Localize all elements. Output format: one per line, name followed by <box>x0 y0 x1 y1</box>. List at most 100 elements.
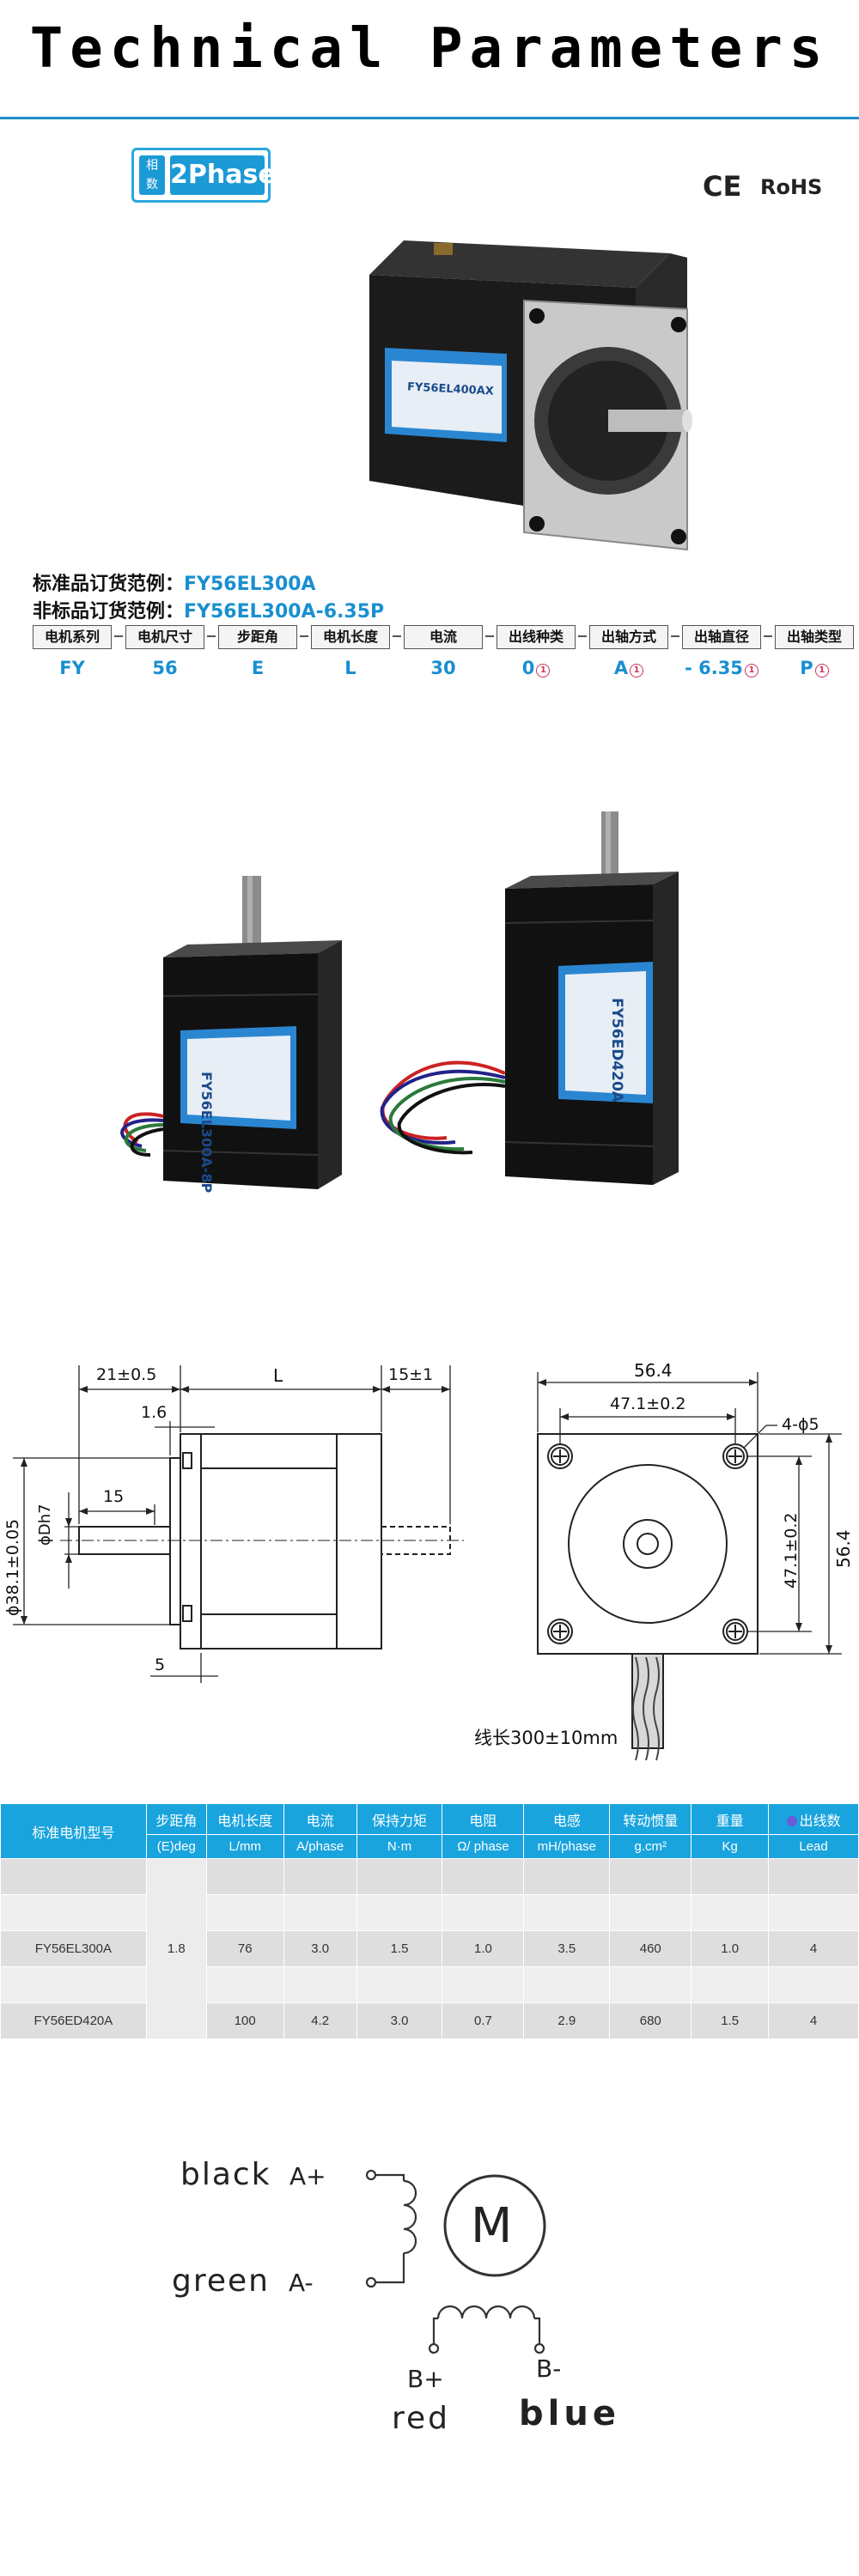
leads-icon <box>786 1815 797 1826</box>
table-cell <box>205 1966 284 2003</box>
motor-top-label-plate <box>385 348 507 442</box>
table-cell <box>205 1894 284 1931</box>
order-code-separator <box>393 635 401 637</box>
table-cell: 4 <box>768 2002 859 2039</box>
table-cell: 1.0 <box>442 1930 525 1967</box>
wire-b-minus-label: B- <box>536 2354 562 2383</box>
order-code-value-4: L <box>344 658 356 678</box>
dim-arrows <box>21 1379 832 1654</box>
order-code-separator <box>207 635 216 637</box>
wire-bundle <box>632 1656 660 1761</box>
order-code-separator <box>578 635 587 637</box>
order-code-separator <box>671 635 679 637</box>
order-standard-label: 标准品订货范例： <box>33 574 185 595</box>
order-code-separator <box>114 635 123 637</box>
spec-table-header-row: 标准电机型号 步距角 电机长度 电流 保持力矩 电阻 电感 转动惯量 重量 出线… <box>0 1803 859 1859</box>
order-code-header-1: 电机系列 <box>33 625 112 649</box>
order-code-header-5: 电流 <box>404 625 483 649</box>
model-cell: FY56EL300A <box>0 1930 147 1967</box>
order-code-header-row: 电机系列电机尺寸步距角电机长度电流出线种类出轴方式出轴直径出轴类型 <box>33 625 854 649</box>
table-cell: 4 <box>768 1930 859 1967</box>
table-cell <box>768 1858 859 1895</box>
table-cell <box>691 1894 770 1931</box>
header-length: 电机长度 <box>205 1803 284 1835</box>
order-code-value-2: 56 <box>152 658 178 678</box>
header-model: 标准电机型号 <box>0 1803 147 1859</box>
phase-badge: 相数 2Phase <box>131 148 276 203</box>
wire-red-label: red <box>392 2401 451 2436</box>
table-cell: 1.5 <box>691 2002 770 2039</box>
table-cell <box>442 1858 525 1895</box>
table-cell <box>283 1858 357 1895</box>
table-cell: 100 <box>205 2002 284 2039</box>
order-code-header-9: 出轴类型 <box>775 625 854 649</box>
order-code-header-3: 步距角 <box>218 625 297 649</box>
table-cell: 460 <box>609 1930 692 1967</box>
table-cell: 76 <box>205 1930 284 1967</box>
order-code-value-5: 30 <box>430 658 456 678</box>
unit-resistance: Ω/ phase <box>442 1834 525 1859</box>
circled-mark-icon: 1 <box>744 664 758 677</box>
header-weight: 重量 <box>691 1803 770 1835</box>
circled-mark-icon: 1 <box>630 664 644 677</box>
model-cell <box>0 1966 147 2003</box>
rohs-mark: RoHS <box>760 175 823 199</box>
order-code-separator <box>485 635 494 637</box>
title-divider <box>0 117 859 119</box>
order-code-separator <box>300 635 308 637</box>
table-cell: 3.0 <box>356 2002 443 2039</box>
table-cell: 3.0 <box>283 1930 357 1967</box>
dim-15-right: 15±1 <box>388 1365 434 1384</box>
motor-right <box>504 811 679 1185</box>
dim-47-1: 47.1±0.2 <box>610 1394 686 1413</box>
table-cell: 4.2 <box>283 2002 357 2039</box>
model-cell <box>0 1894 147 1931</box>
spec-table-unit-row: (E)deg L/mm A/phase N·m Ω/ phase mH/phas… <box>1 1834 859 1859</box>
dim-5: 5 <box>155 1656 166 1674</box>
table-cell <box>768 1894 859 1931</box>
order-code-header-7: 出轴方式 <box>589 625 668 649</box>
table-cell: 680 <box>609 2002 692 2039</box>
phase-badge-cn: 相数 <box>139 155 165 195</box>
unit-inductance: mH/phase <box>523 1834 611 1859</box>
step-angle-cell: 1.8 <box>145 1858 207 2039</box>
table-cell <box>691 1966 770 2003</box>
dim-21: 21±0.5 <box>96 1365 157 1384</box>
order-standard: 标准品订货范例：FY56EL300A <box>33 568 316 596</box>
unit-torque: N·m <box>356 1834 443 1859</box>
unit-inertia: g.cm² <box>609 1834 692 1859</box>
dim-4-phi5: 4-ϕ5 <box>782 1415 819 1434</box>
order-code-value-3: E <box>251 658 265 678</box>
header-holding-torque: 保持力矩 <box>356 1803 443 1835</box>
table-row <box>0 1966 859 2003</box>
table-row <box>0 1894 859 1931</box>
header-current: 电流 <box>283 1803 357 1835</box>
dim-L: L <box>273 1365 283 1386</box>
header-inductance: 电感 <box>523 1803 611 1835</box>
wire-black-label: black <box>180 2157 271 2192</box>
table-cell: 1.0 <box>691 1930 770 1967</box>
table-cell <box>442 1894 525 1931</box>
order-standard-value: FY56EL300A <box>184 574 316 595</box>
spec-table: 标准电机型号 步距角 电机长度 电流 保持力矩 电阻 电感 转动惯量 重量 出线… <box>0 1803 859 2039</box>
order-code-header-4: 电机长度 <box>311 625 390 649</box>
motor-symbol-label: M <box>471 2198 513 2254</box>
unit-step-angle: (E)deg <box>145 1834 207 1859</box>
unit-length: L/mm <box>205 1834 284 1859</box>
wire-b-plus-label: B+ <box>407 2365 444 2393</box>
table-cell: 2.9 <box>523 2002 611 2039</box>
order-nonstandard-label: 非标品订货范例： <box>33 601 185 623</box>
table-cell <box>609 1966 692 2003</box>
table-cell <box>523 1966 611 2003</box>
order-code-header-2: 电机尺寸 <box>125 625 204 649</box>
